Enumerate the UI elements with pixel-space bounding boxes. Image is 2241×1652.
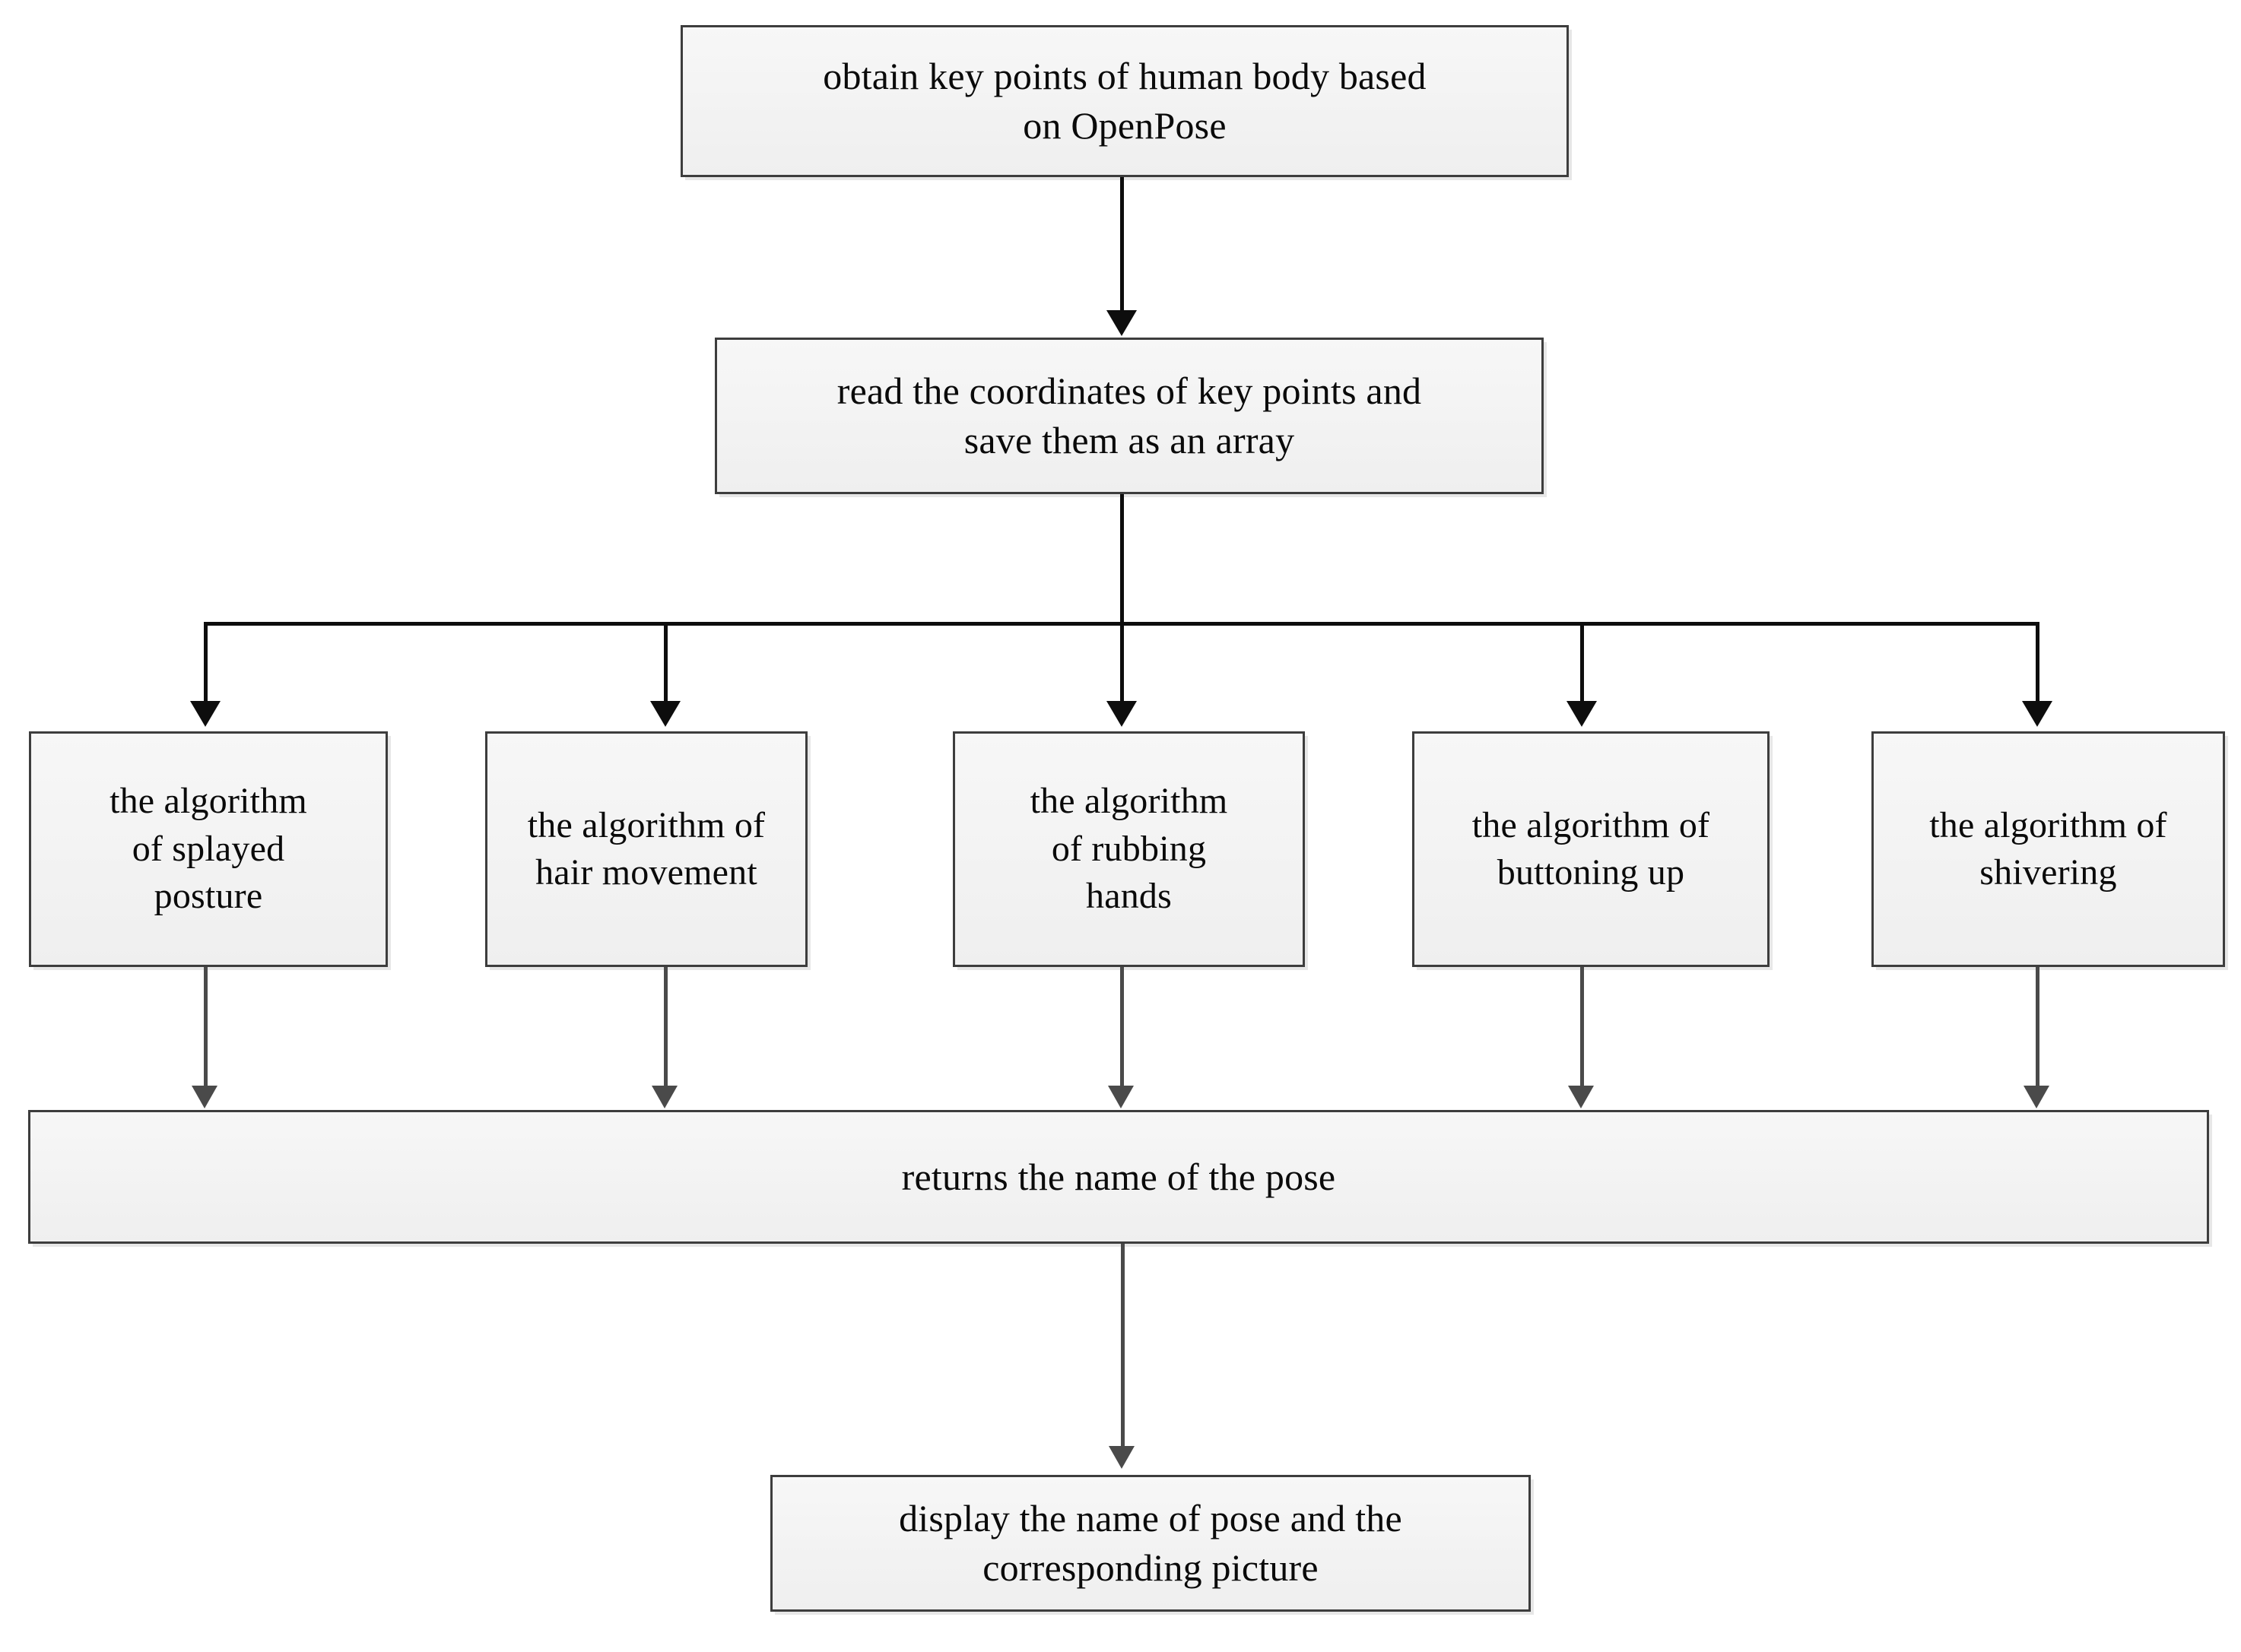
node-algorithm-hair-movement: the algorithm of hair movement — [485, 731, 808, 967]
node-algorithm-buttoning-up-label: the algorithm of buttoning up — [1471, 804, 1710, 893]
arrowhead-icon — [652, 1086, 678, 1108]
connector-line — [1121, 1244, 1125, 1451]
node-algorithm-rubbing-hands-label: the algorithm of rubbing hands — [1030, 781, 1228, 917]
node-algorithm-shivering-label: the algorithm of shivering — [1929, 804, 2167, 893]
node-algorithm-shivering: the algorithm of shivering — [1871, 731, 2225, 967]
arrowhead-icon — [192, 1086, 217, 1108]
arrowhead-icon — [1109, 1446, 1135, 1469]
connector-algo1-out — [204, 967, 208, 1090]
node-algorithm-hair-movement-label: the algorithm of hair movement — [527, 804, 766, 893]
node-algorithm-splayed-posture: the algorithm of splayed posture — [29, 731, 388, 967]
arrowhead-icon — [1566, 701, 1597, 727]
arrowhead-icon — [2022, 701, 2052, 727]
connector-algo4-out — [1580, 967, 1584, 1090]
arrowhead-icon — [1106, 310, 1137, 336]
node-returns-pose-name: returns the name of the pose — [28, 1110, 2209, 1244]
connector-drop-3 — [1120, 622, 1124, 707]
node-obtain-key-points-label: obtain key points of human body based on… — [823, 55, 1427, 147]
connector-algo5-out — [2036, 967, 2039, 1090]
connector-drop-5 — [2036, 622, 2039, 707]
arrowhead-icon — [1106, 701, 1137, 727]
arrowhead-icon — [2024, 1086, 2049, 1108]
node-read-coordinates: read the coordinates of key points and s… — [715, 338, 1544, 494]
connector-drop-4 — [1580, 622, 1584, 707]
node-algorithm-rubbing-hands: the algorithm of rubbing hands — [953, 731, 1305, 967]
arrowhead-icon — [190, 701, 221, 727]
arrowhead-icon — [1108, 1086, 1134, 1108]
node-display-pose-and-picture-label: display the name of pose and the corresp… — [899, 1497, 1402, 1589]
node-read-coordinates-label: read the coordinates of key points and s… — [836, 369, 1422, 461]
connector-stem — [1120, 494, 1124, 625]
node-obtain-key-points: obtain key points of human body based on… — [681, 25, 1569, 177]
connector-algo2-out — [664, 967, 668, 1090]
connector-line — [1120, 177, 1124, 314]
arrowhead-icon — [650, 701, 681, 727]
node-display-pose-and-picture: display the name of pose and the corresp… — [770, 1475, 1531, 1612]
node-algorithm-buttoning-up: the algorithm of buttoning up — [1412, 731, 1770, 967]
node-algorithm-splayed-posture-label: the algorithm of splayed posture — [110, 781, 307, 917]
node-returns-pose-name-label: returns the name of the pose — [901, 1155, 1336, 1198]
connector-algo3-out — [1120, 967, 1124, 1090]
arrowhead-icon — [1568, 1086, 1594, 1108]
connector-drop-2 — [664, 622, 668, 707]
connector-drop-1 — [204, 622, 208, 707]
